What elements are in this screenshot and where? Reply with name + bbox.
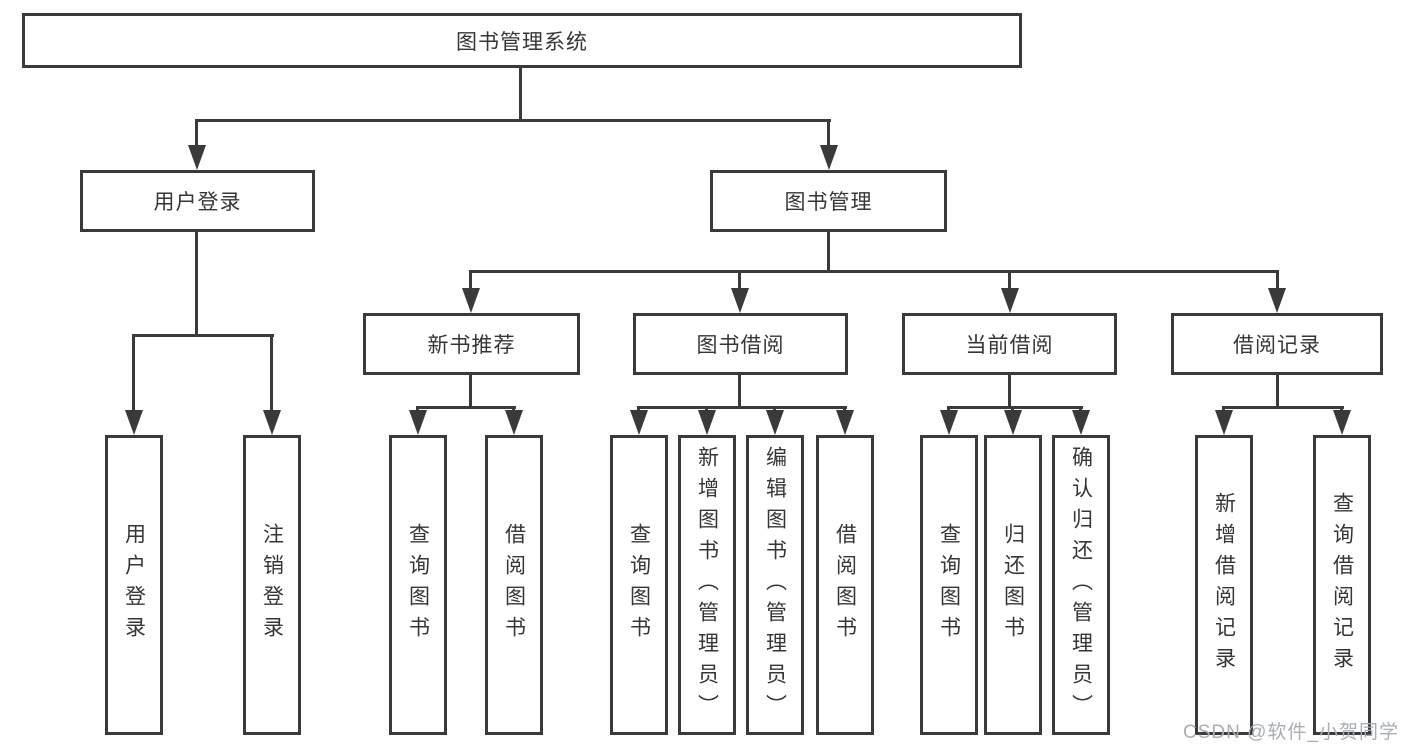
leaf-edit-books-admin-label: 编辑图书（管理员）: [763, 445, 787, 725]
leaf-edit-books-admin: 编辑图书（管理员）: [746, 435, 804, 735]
connector: [1008, 375, 1011, 409]
leaf-confirm-return-admin: 确认归还（管理员）: [1052, 435, 1110, 735]
connector: [738, 375, 741, 409]
leaf-logout-label: 注销登录: [260, 523, 284, 647]
connector: [1008, 270, 1011, 295]
csdn-watermark: CSDN @软件_小贺同学: [1183, 722, 1399, 743]
leaf-return-books-label: 归还图书: [1001, 523, 1025, 647]
connector: [416, 406, 516, 409]
connector: [469, 270, 1279, 273]
connector: [637, 406, 847, 409]
node-book-management-label: 图书管理: [784, 191, 873, 214]
leaf-borrow-books: 借阅图书: [816, 435, 874, 735]
leaf-logout: 注销登录: [243, 435, 301, 735]
connector: [469, 270, 472, 295]
leaf-query-books-recommend-label: 查询图书: [406, 523, 430, 647]
connector: [195, 119, 198, 149]
connector: [827, 232, 830, 273]
arrowhead: [1072, 410, 1090, 435]
connector: [947, 406, 1083, 409]
connector: [469, 375, 472, 409]
arrowhead: [630, 410, 648, 435]
node-root-label: 图书管理系统: [456, 30, 588, 54]
connector: [132, 334, 135, 416]
connector: [132, 334, 274, 337]
leaf-add-borrow-record-label: 新增借阅记录: [1212, 492, 1236, 678]
node-book-borrow: 图书借阅: [633, 313, 848, 375]
leaf-add-books-admin: 新增图书（管理员）: [678, 435, 736, 735]
arrowhead: [698, 410, 716, 435]
arrowhead: [188, 145, 206, 170]
leaf-return-books: 归还图书: [984, 435, 1042, 735]
leaf-add-books-admin-label: 新增图书（管理员）: [695, 445, 719, 725]
node-current-borrow-label: 当前借阅: [965, 334, 1054, 357]
leaf-confirm-return-admin-label: 确认归还（管理员）: [1069, 445, 1093, 725]
node-user-login: 用户登录: [80, 170, 315, 232]
leaf-query-books-current: 查询图书: [920, 435, 978, 735]
node-new-book-recommend-label: 新书推荐: [427, 334, 516, 357]
arrowhead: [1333, 410, 1351, 435]
arrowhead: [1215, 410, 1233, 435]
arrowhead: [1001, 288, 1019, 313]
node-borrow-record: 借阅记录: [1171, 313, 1383, 375]
node-root: 图书管理系统: [22, 13, 1022, 68]
node-book-management: 图书管理: [710, 170, 947, 232]
leaf-query-books-recommend: 查询图书: [389, 435, 447, 735]
connector: [827, 119, 830, 149]
arrowhead: [1268, 288, 1286, 313]
arrowhead: [766, 410, 784, 435]
arrowhead: [731, 288, 749, 313]
leaf-user-login: 用户登录: [105, 435, 163, 735]
node-borrow-record-label: 借阅记录: [1233, 334, 1321, 357]
connector: [738, 270, 741, 295]
node-current-borrow: 当前借阅: [902, 313, 1117, 375]
connector: [195, 232, 198, 337]
connector: [519, 68, 522, 122]
connector: [1276, 270, 1279, 295]
leaf-query-books-borrow-label: 查询图书: [627, 523, 651, 647]
arrowhead: [125, 410, 143, 435]
arrowhead: [505, 410, 523, 435]
arrowhead: [462, 288, 480, 313]
leaf-query-books-borrow: 查询图书: [610, 435, 668, 735]
arrowhead: [940, 410, 958, 435]
leaf-query-books-current-label: 查询图书: [937, 523, 961, 647]
leaf-add-borrow-record: 新增借阅记录: [1195, 435, 1253, 735]
node-book-borrow-label: 图书借阅: [696, 334, 785, 357]
arrowhead: [409, 410, 427, 435]
node-new-book-recommend: 新书推荐: [363, 313, 580, 375]
connector: [1276, 375, 1279, 409]
leaf-borrow-books-recommend: 借阅图书: [485, 435, 543, 735]
leaf-user-login-label: 用户登录: [122, 523, 146, 647]
leaf-borrow-books-label: 借阅图书: [833, 523, 857, 647]
connector: [270, 334, 273, 416]
arrowhead: [820, 145, 838, 170]
arrowhead: [263, 410, 281, 435]
arrowhead: [1004, 410, 1022, 435]
leaf-query-borrow-record: 查询借阅记录: [1313, 435, 1371, 735]
node-user-login-label: 用户登录: [153, 191, 242, 214]
leaf-query-borrow-record-label: 查询借阅记录: [1330, 492, 1354, 678]
connector: [195, 119, 831, 122]
leaf-borrow-books-recommend-label: 借阅图书: [502, 523, 526, 647]
connector: [1222, 406, 1344, 409]
arrowhead: [836, 410, 854, 435]
